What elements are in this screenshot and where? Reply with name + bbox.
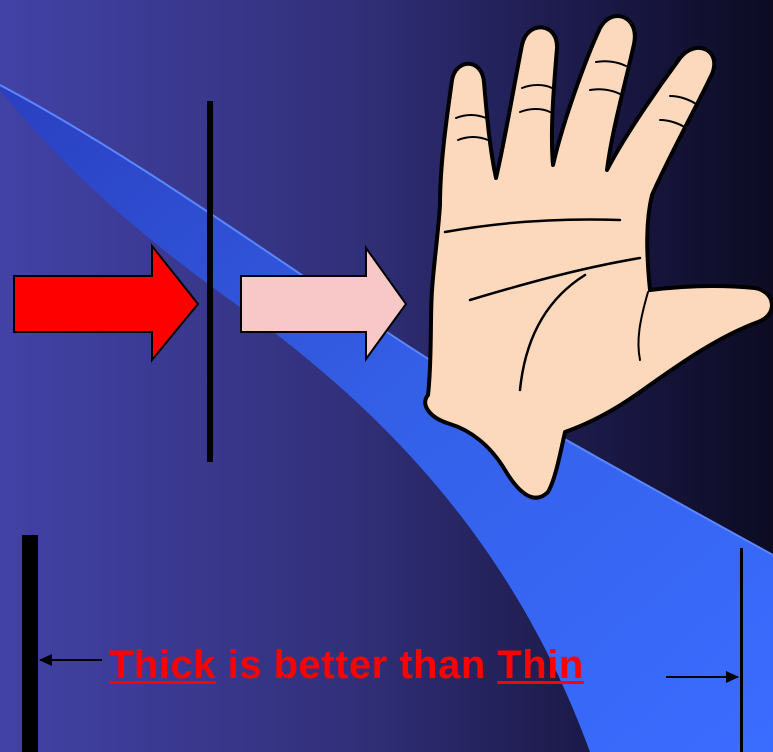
raised-hand-icon [425,16,772,498]
caption-middle-text: is better than [216,643,497,687]
barrier-line [207,101,213,462]
caption: Thick is better than Thin [109,640,669,690]
red-right-arrow-icon [14,246,198,360]
caption-word-thick: Thick [109,643,216,687]
thick-bar [22,535,38,752]
caption-word-thin: Thin [497,643,583,687]
thin-bar [740,548,743,752]
dimension-arrowhead-left [39,654,52,666]
